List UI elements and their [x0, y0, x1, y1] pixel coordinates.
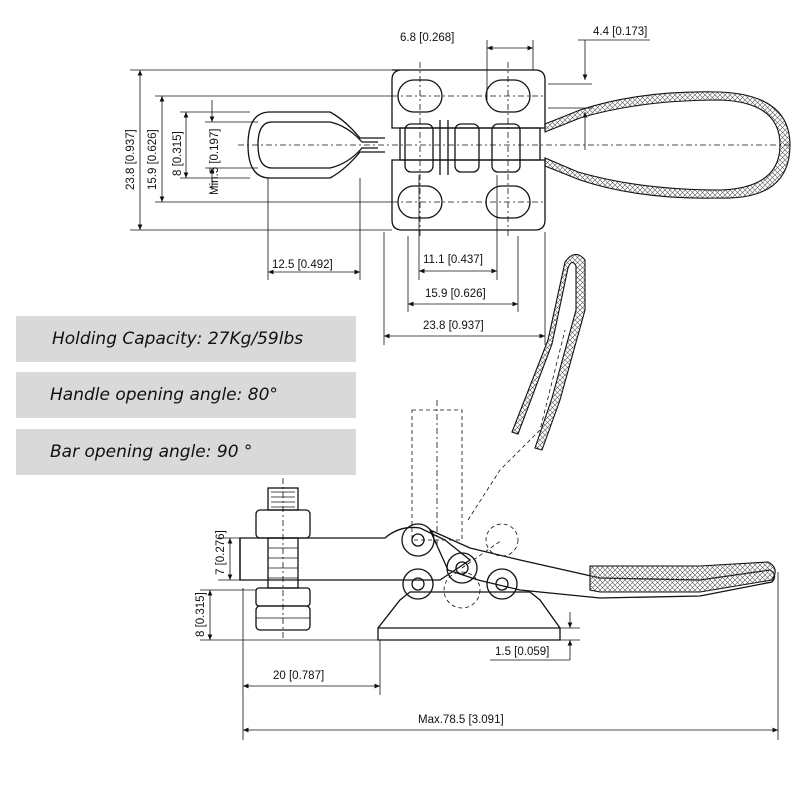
dim-7: 7 [0.276]: [215, 530, 227, 575]
dim-15-9-horizontal: 15.9 [0.626]: [425, 288, 486, 300]
dim-max-78-5: Max.78.5 [3.091]: [418, 714, 504, 726]
dim-12-5: 12.5 [0.492]: [272, 259, 333, 271]
spec-handle-angle-text: Handle opening angle: 80°: [50, 385, 278, 405]
top-view: 6.8 [0.268] 4.4 [0.173] 23.8 [0.937] 15.…: [125, 26, 791, 345]
spec-bar-angle: Bar opening angle: 90 °: [16, 429, 356, 475]
side-view: 7 [0.276] 8 [0.315] 20 [0.787] 1.5 [0.05…: [195, 253, 779, 740]
dim-4-4: 4.4 [0.173]: [593, 26, 647, 38]
dim-23-8-horizontal: 23.8 [0.937]: [423, 320, 484, 332]
dim-15-9-vertical: 15.9 [0.626]: [147, 129, 159, 190]
dim-20: 20 [0.787]: [273, 670, 324, 682]
dim-min5: Min.5 [0.197]: [209, 129, 221, 195]
spec-bar-angle-text: Bar opening angle: 90 °: [50, 442, 253, 462]
dim-1-5: 1.5 [0.059]: [495, 646, 549, 658]
spec-holding-capacity-text: Holding Capacity: 27Kg/59lbs: [52, 329, 304, 349]
spec-holding-capacity: Holding Capacity: 27Kg/59lbs: [16, 316, 356, 362]
dim-23-8-vertical: 23.8 [0.937]: [125, 129, 137, 190]
spec-handle-angle: Handle opening angle: 80°: [16, 372, 356, 418]
dim-11-1: 11.1 [0.437]: [423, 254, 483, 266]
dim-8-side: 8 [0.315]: [195, 592, 207, 637]
dim-8-vertical: 8 [0.315]: [172, 131, 184, 176]
dim-6-8: 6.8 [0.268]: [400, 32, 454, 44]
